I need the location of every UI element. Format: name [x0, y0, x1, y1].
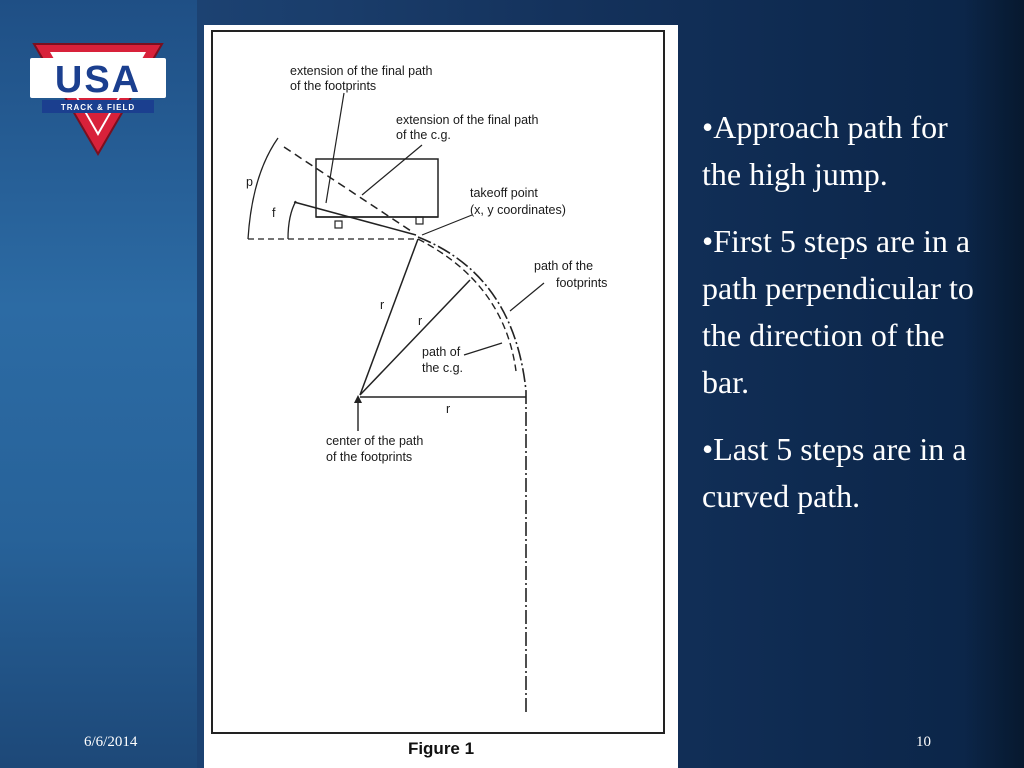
- center-arrowhead: [354, 395, 362, 403]
- usatf-logo: USA TRACK & FIELD: [30, 43, 166, 156]
- label-path-cg-1: path of: [422, 345, 461, 359]
- label-ext-footprints-1: extension of the final path: [290, 64, 433, 78]
- left-standard: [334, 220, 343, 229]
- label-center-2: of the footprints: [326, 450, 412, 464]
- leader-ext-cg: [361, 144, 423, 196]
- figure-caption: Figure 1: [407, 739, 475, 758]
- logo-word: USA: [55, 59, 141, 101]
- logo-word-band: [30, 58, 166, 98]
- label-r-horizontal: r: [446, 402, 450, 416]
- ext-footprints-line: [283, 146, 415, 234]
- angle-p-arc: [247, 137, 279, 240]
- label-ext-cg-1: extension of the final path: [396, 113, 539, 127]
- leader-path-footprints: [509, 282, 545, 312]
- leader-takeoff: [421, 214, 473, 236]
- bullet-item: •Last 5 steps are in a curved path.: [702, 431, 967, 514]
- bullet-item: •First 5 steps are in a path perpendicul…: [702, 223, 974, 400]
- label-r-left: r: [380, 298, 384, 312]
- label-p-angle: p: [246, 175, 253, 189]
- figure-panel: extension of the final path of the footp…: [204, 25, 678, 768]
- angle-f-arc: [287, 200, 297, 240]
- bullet-list: •Approach path for the high jump. •First…: [702, 104, 992, 540]
- radius-to-cg: [359, 279, 471, 396]
- logo-subtitle: TRACK & FIELD: [61, 103, 135, 112]
- right-standard: [415, 216, 424, 225]
- label-r-diagonal: r: [418, 314, 422, 328]
- right-shadow-band: [964, 0, 1024, 768]
- label-center-1: center of the path: [326, 434, 423, 448]
- label-path-footprints-2: footprints: [556, 276, 607, 290]
- label-ext-footprints-2: of the footprints: [290, 79, 376, 93]
- ext-cg-line: [293, 201, 417, 236]
- bullet-item: •Approach path for the high jump.: [702, 109, 948, 192]
- label-takeoff-1: takeoff point: [470, 186, 538, 200]
- logo-subtitle-band: [42, 100, 154, 113]
- leader-ext-footprints: [325, 92, 345, 204]
- radius-to-takeoff: [359, 238, 419, 396]
- label-ext-cg-2: of the c.g.: [396, 128, 451, 142]
- label-f-angle: f: [272, 206, 276, 220]
- label-path-cg-2: the c.g.: [422, 361, 463, 375]
- footer-date: 6/6/2014: [84, 734, 138, 750]
- leader-path-cg: [463, 342, 503, 356]
- footprints-path: [417, 236, 527, 715]
- label-path-footprints-1: path of the: [534, 259, 593, 273]
- approach-path-diagram: extension of the final path of the footp…: [211, 30, 665, 734]
- slide-number: 10: [916, 734, 931, 750]
- diagram-frame: [211, 30, 665, 734]
- label-takeoff-2: (x, y coordinates): [470, 203, 566, 217]
- cg-path: [417, 238, 517, 372]
